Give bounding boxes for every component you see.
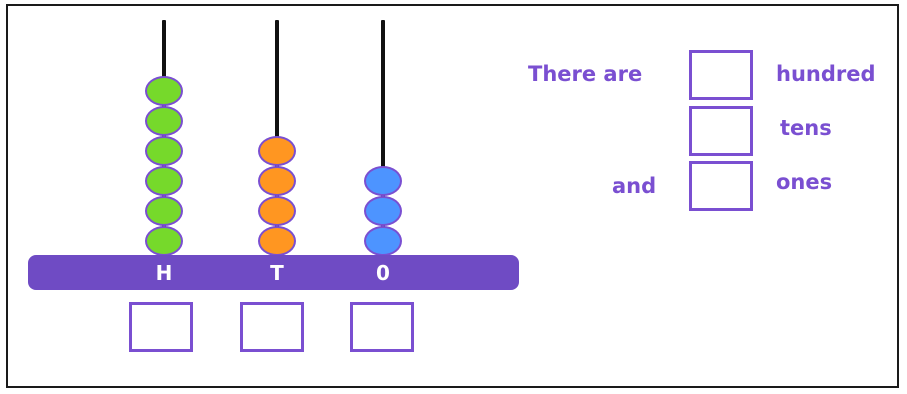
answer-box-tens[interactable]	[240, 302, 304, 352]
bead-0-2	[364, 196, 402, 226]
answer-box-ones[interactable]	[350, 302, 414, 352]
bead-0-1	[364, 226, 402, 256]
bead-h-2	[145, 196, 183, 226]
label-tens: T	[270, 261, 284, 285]
bead-h-6	[145, 76, 183, 106]
label-ones: 0	[376, 261, 390, 285]
bead-h-1	[145, 226, 183, 256]
bead-t-3	[258, 166, 296, 196]
bead-h-5	[145, 106, 183, 136]
text-ones: ones	[776, 170, 833, 194]
bead-t-4	[258, 136, 296, 166]
text-and: and	[612, 174, 657, 198]
text-hundred: hundred	[776, 62, 876, 86]
answer-box-ones-count[interactable]	[689, 161, 753, 211]
bead-t-1	[258, 226, 296, 256]
bead-h-3	[145, 166, 183, 196]
answer-box-tens-count[interactable]	[689, 106, 753, 156]
answer-box-hundred-count[interactable]	[689, 50, 753, 100]
text-tens: tens	[780, 116, 832, 140]
bead-0-3	[364, 166, 402, 196]
text-there-are: There are	[528, 62, 643, 86]
answer-box-hundreds[interactable]	[129, 302, 193, 352]
abacus-base	[28, 255, 519, 290]
label-hundreds: H	[155, 261, 173, 285]
bead-h-4	[145, 136, 183, 166]
rod-ones	[381, 20, 385, 256]
bead-t-2	[258, 196, 296, 226]
